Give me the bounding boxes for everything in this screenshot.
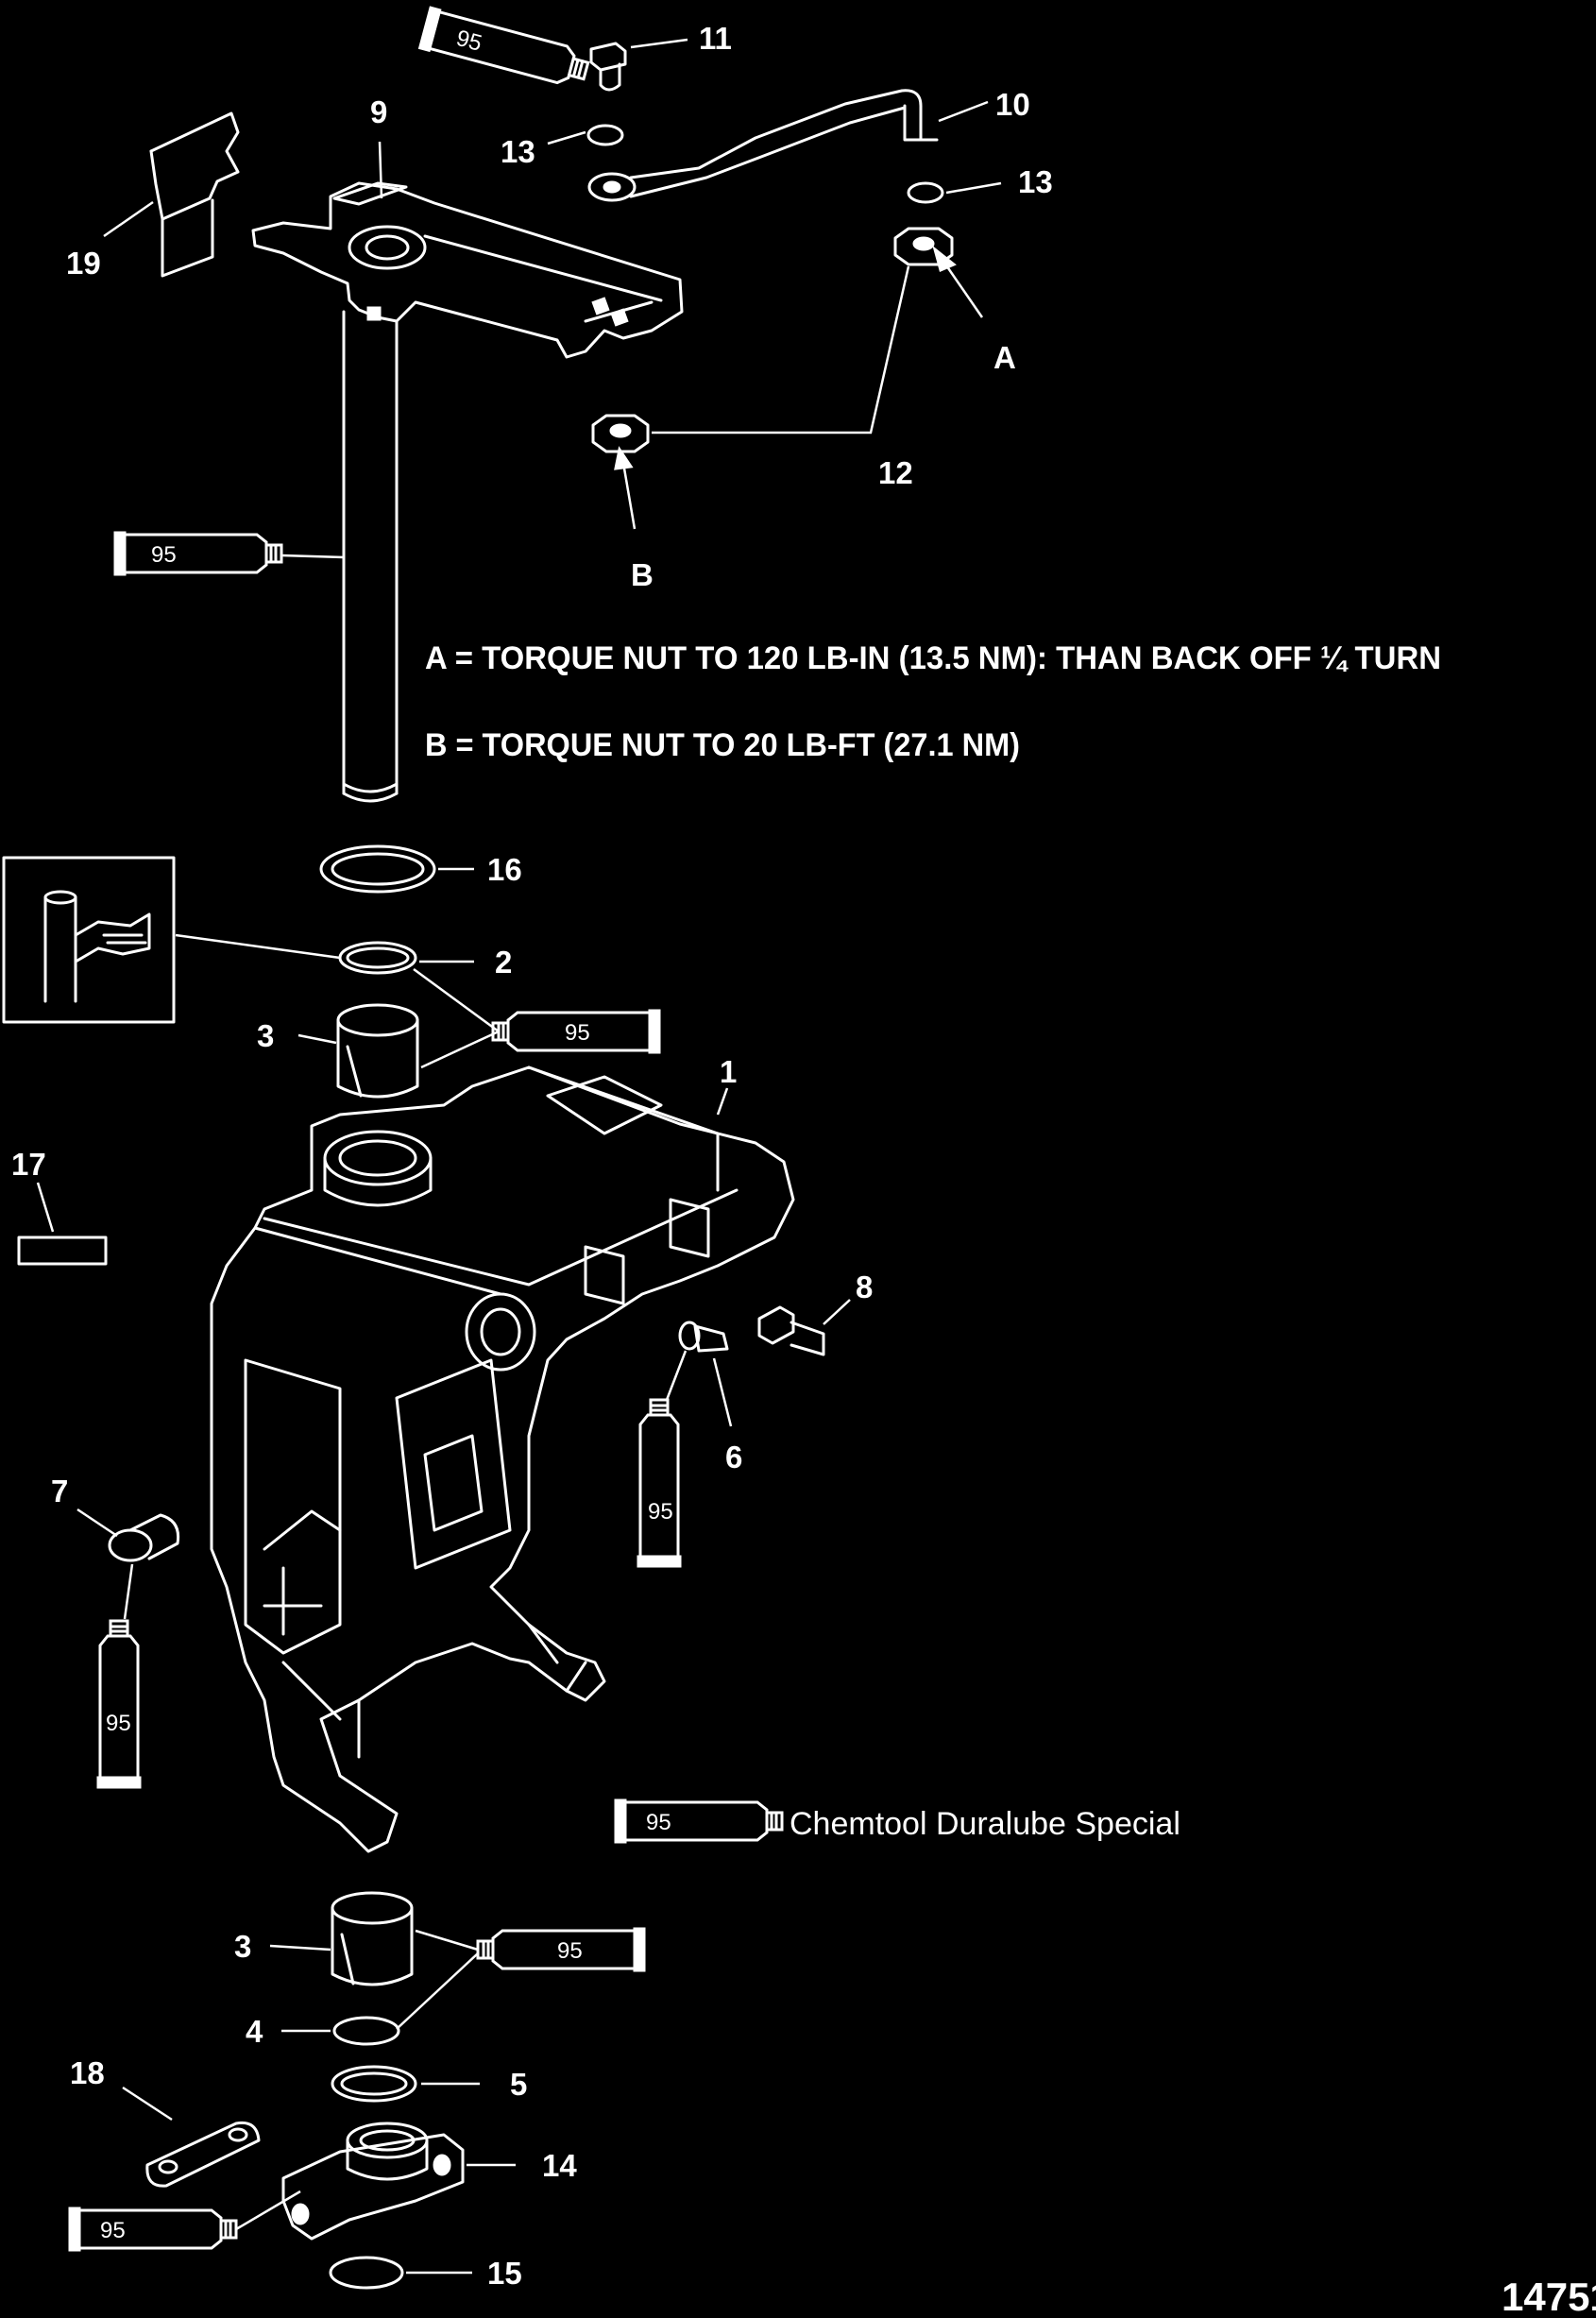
torque-note-a: A = TORQUE NUT TO 120 LB-IN (13.5 NM): T…: [425, 640, 1441, 676]
torque-note-b: B = TORQUE NUT TO 20 LB-FT (27.1 NM): [425, 727, 1020, 763]
leader-6: [712, 1357, 733, 1427]
lube-tube-item-4: 95: [476, 1927, 646, 1972]
figure-number: 14751: [1502, 2275, 1596, 2318]
leader-17: [36, 1182, 55, 1233]
leader-13a: [547, 130, 586, 145]
callout-17: 17: [11, 1147, 46, 1182]
lube-code-label: 95: [557, 1938, 583, 1964]
arrow-B-head: [614, 446, 634, 470]
part-14-lower-yoke: [281, 2122, 465, 2241]
leader-18: [122, 2086, 173, 2122]
lube-code-label: 95: [100, 2218, 126, 2243]
part-8-bolt: [757, 1305, 825, 1356]
callout-12: 12: [878, 455, 913, 490]
leader-7: [76, 1508, 118, 1538]
part-7-bushing: [108, 1513, 180, 1562]
callout-3-upper: 3: [257, 1018, 274, 1053]
arrow-B: [621, 462, 637, 530]
leader-13b: [945, 181, 1002, 195]
lube-tube-item-2: 95: [491, 1009, 661, 1054]
leader-inset: [175, 933, 341, 960]
leader-9: [378, 141, 383, 199]
callout-14: 14: [542, 2148, 577, 2183]
callout-9: 9: [370, 94, 387, 129]
leader-3b: [269, 1944, 331, 1952]
leader-7-lube: [123, 1563, 134, 1620]
callout-18: 18: [70, 2055, 105, 2090]
callout-19: 19: [66, 246, 101, 281]
lube-tube-item-11: 95: [418, 6, 593, 93]
part-3-bushing-lower: [331, 1891, 414, 1986]
callout-8: 8: [856, 1270, 873, 1304]
lube-code-label: 95: [151, 542, 177, 568]
lube-tube-item-6: 95: [637, 1398, 682, 1568]
leader-10: [938, 100, 989, 123]
callout-5: 5: [510, 2067, 527, 2102]
part-4-o-ring: [332, 2016, 400, 2046]
part-15-snap-ring: [329, 2256, 404, 2290]
callout-3-lower: 3: [234, 1929, 251, 1964]
part-10-link-rod: [587, 89, 939, 202]
leader-8: [823, 1299, 851, 1325]
part-5-seal: [331, 2065, 417, 2103]
leader-2-lube: [413, 967, 500, 1033]
arrow-A-head: [932, 245, 957, 273]
lube-tube-item-14: 95: [68, 2207, 238, 2252]
callout-7: 7: [51, 1474, 68, 1508]
lubricant-legend-label: Chemtool Duralube Special: [790, 1806, 1180, 1842]
part-3-bushing-upper: [336, 1003, 419, 1099]
callout-2: 2: [495, 945, 512, 980]
leader-shaft-lube: [280, 554, 345, 559]
leader-12: [652, 265, 910, 435]
callout-11: 11: [699, 21, 732, 56]
part-13-washer-right: [907, 181, 944, 204]
lube-code-label: 95: [648, 1499, 673, 1525]
lube-code-label: 95: [646, 1810, 671, 1835]
leader-6-lube: [665, 1350, 688, 1401]
lube-tube-item-9-shaft: 95: [113, 531, 283, 576]
callout-A: A: [993, 340, 1016, 375]
leader-11: [630, 38, 688, 49]
leader-19: [103, 200, 154, 238]
callout-1: 1: [720, 1054, 737, 1089]
lube-code-label: 95: [565, 1020, 590, 1046]
callout-13-right: 13: [1018, 164, 1053, 199]
leader-3a: [297, 1033, 337, 1045]
part-1-swivel-bracket: [210, 1065, 795, 1853]
leader-1: [716, 1087, 729, 1116]
part-2-o-ring: [338, 941, 417, 975]
part-12-nut-left: [591, 414, 650, 453]
leader-3a-lube: [420, 1030, 500, 1069]
part-12-nut-right: [893, 227, 954, 266]
lube-code-label: 95: [106, 1711, 131, 1736]
part-9-steering-arm: [251, 181, 684, 803]
callout-16: 16: [487, 852, 522, 887]
arrow-A: [942, 262, 984, 318]
callout-15: 15: [487, 2256, 522, 2291]
callout-6: 6: [725, 1440, 742, 1474]
leader-4-lube: [396, 1952, 479, 2030]
part-17-strip: [17, 1236, 108, 1266]
callout-B: B: [631, 557, 654, 592]
part-16-seal: [319, 844, 436, 894]
callout-10: 10: [995, 87, 1030, 122]
lube-tube-item-7: 95: [96, 1619, 142, 1789]
callout-4: 4: [246, 2014, 263, 2049]
part-19-plate: [149, 111, 240, 278]
leader-3b-lube: [415, 1929, 479, 1952]
callout-13-upper: 13: [501, 134, 535, 169]
part-18-plate: [145, 2121, 261, 2188]
leader-14-lube: [235, 2190, 301, 2231]
lube-tube-legend: 95: [614, 1798, 784, 1844]
part-6-grease-fitting: [678, 1321, 729, 1353]
part-11-bolt: [589, 42, 627, 92]
part-13-washer-upper: [586, 124, 624, 146]
detail-inset-box: [2, 856, 176, 1024]
